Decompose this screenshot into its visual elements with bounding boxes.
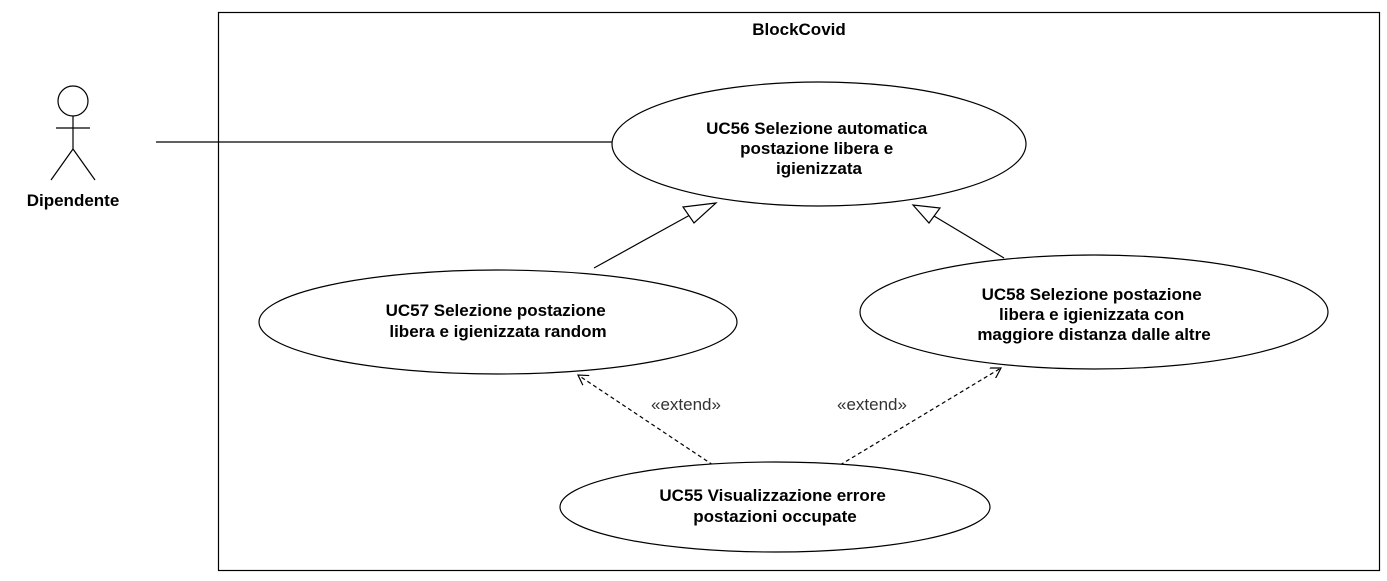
uc58-line-2: libera e igienizzata con [999,305,1184,324]
uc57-line-2: libera e igienizzata random [389,322,606,341]
extend-uc55-to-uc58[interactable]: «extend» [837,368,1001,466]
actor-left-leg [50,148,74,181]
uc58-line-3: maggiore distanza dalle altre [977,325,1210,344]
uc56-line-2: postazione libera e [740,139,893,158]
svg-text:UC58 Selezione postazione: UC58 Selezione postazione libera e igien… [977,285,1210,344]
use-case-uc57[interactable]: UC57 Selezione postazione libera e igien… [258,269,738,375]
svg-text:UC56 Selezione automatica: UC56 Selezione automatica postazione lib… [706,119,932,178]
use-case-uc55[interactable]: UC55 Visualizzazione errore postazioni o… [559,461,991,553]
generalization-uc57-to-uc56[interactable] [593,202,718,269]
uc58-line-1: UC58 Selezione postazione [982,285,1202,304]
generalization-uc58-to-uc56[interactable] [911,204,1005,259]
use-case-uc56[interactable]: UC56 Selezione automatica postazione lib… [611,81,1027,207]
extend-label-left: «extend» [651,395,721,414]
svg-text:UC55 Visualizzazione errore: UC55 Visualizzazione errore postazioni o… [659,486,890,526]
uc55-line-2: postazioni occupate [693,507,856,526]
extend-uc55-to-uc57[interactable]: «extend» [578,375,721,466]
actor-label: Dipendente [27,191,120,210]
svg-text:UC57 Selezione postazione: UC57 Selezione postazione libera e igien… [386,301,611,341]
uc55-line-1: UC55 Visualizzazione errore [659,486,885,505]
extend-label-right: «extend» [837,395,907,414]
system-title: BlockCovid [752,20,846,39]
use-case-uc58[interactable]: UC58 Selezione postazione libera e igien… [859,254,1329,370]
actor-head [57,85,89,117]
uc57-line-1: UC57 Selezione postazione [386,301,606,320]
uc56-line-3: igienizzata [776,159,863,178]
actor-right-leg [72,148,96,181]
uc56-line-1: UC56 Selezione automatica [706,119,928,138]
actor-dipendente[interactable]: Dipendente [27,85,120,210]
